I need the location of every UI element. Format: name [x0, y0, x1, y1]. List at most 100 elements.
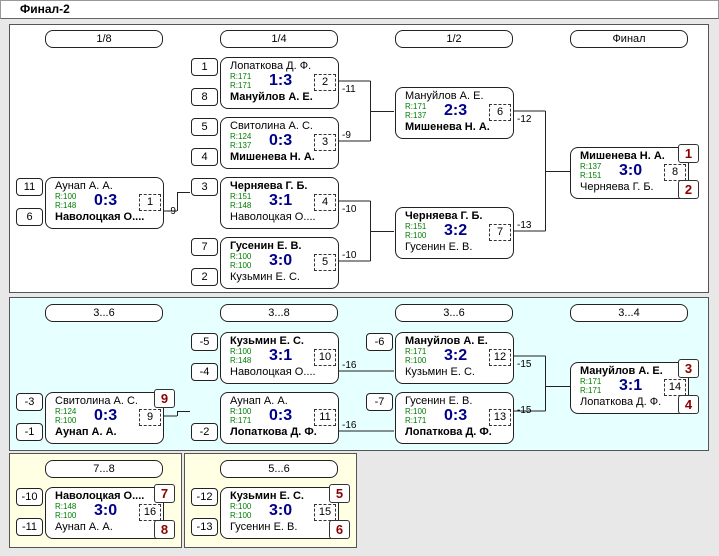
- player-2-name: Лопаткова Д. Ф.: [580, 396, 662, 408]
- player-2-name: Лопаткова Д. Ф.: [230, 426, 317, 438]
- match-card[interactable]: Мануйлов А. Е. R:171 R:171 3:1 14 Лопатк…: [570, 362, 689, 414]
- match-card-final[interactable]: Мишенева Н. А. R:137 R:151 3:0 8 Черняев…: [570, 147, 689, 199]
- line-label: -9: [167, 206, 176, 217]
- match-score: 3:0: [269, 252, 293, 269]
- player-2-rating: R:171: [230, 81, 252, 90]
- seed-box: -4: [191, 363, 218, 381]
- player-2-name: Мануйлов А. Е.: [230, 91, 313, 103]
- match-score: 0:3: [94, 192, 118, 209]
- match-score: 2:3: [444, 102, 468, 119]
- seed-box: -2: [191, 423, 218, 441]
- match-score: 3:0: [94, 502, 118, 519]
- seed-box: -7: [366, 393, 393, 411]
- player-1-name: Лопаткова Д. Ф.: [230, 60, 312, 72]
- line-label: -15: [517, 359, 532, 370]
- player-2-name: Мишенева Н. А.: [230, 151, 315, 163]
- seed-box: 2: [191, 268, 218, 286]
- player-2-rating: R:171: [580, 386, 602, 395]
- round-header: 3...4: [570, 304, 688, 322]
- match-card[interactable]: Кузьмин Е. С. R:100 R:100 3:0 15 Гусенин…: [220, 487, 339, 539]
- line-label: -9: [342, 130, 351, 141]
- player-2-name: Наволоцкая О....: [55, 211, 145, 223]
- player-2-rating: R:148: [230, 201, 252, 210]
- match-card[interactable]: Аунап А. А. R:100 R:171 0:3 11 Лопаткова…: [220, 392, 339, 444]
- match-number: 3: [314, 134, 336, 151]
- match-card[interactable]: Кузьмин Е. С. R:100 R:148 3:1 10 Наволоц…: [220, 332, 339, 384]
- match-score: 0:3: [94, 407, 118, 424]
- player-1-name: Гусенин Е. В.: [405, 395, 473, 407]
- player-1-name: Мануйлов А. Е.: [405, 335, 488, 347]
- match-card[interactable]: Лопаткова Д. Ф. R:171 R:171 1:3 2 Мануйл…: [220, 57, 339, 109]
- player-1-rating: R:151: [405, 222, 427, 231]
- round-header: 3...6: [395, 304, 513, 322]
- match-score: 3:1: [619, 377, 643, 394]
- match-card[interactable]: Гусенин Е. В. R:100 R:100 3:0 5 Кузьмин …: [220, 237, 339, 289]
- player-1-name: Наволоцкая О....: [55, 490, 145, 502]
- match-card[interactable]: Гусенин Е. В. R:100 R:171 0:3 13 Лопатко…: [395, 392, 514, 444]
- place-badge: 5: [329, 484, 350, 503]
- place-badge: 8: [154, 520, 175, 539]
- match-card[interactable]: Свитолина А. С. R:124 R:137 0:3 3 Мишене…: [220, 117, 339, 169]
- line-label: -10: [342, 204, 357, 215]
- player-1-rating: R:100: [230, 407, 252, 416]
- player-2-rating: R:100: [55, 416, 77, 425]
- player-1-name: Кузьмин Е. С.: [230, 335, 304, 347]
- seed-box: 6: [16, 208, 43, 226]
- player-1-rating: R:100: [230, 252, 252, 261]
- player-2-rating: R:137: [405, 111, 427, 120]
- player-1-name: Черняева Г. Б.: [405, 210, 483, 222]
- player-1-name: Аунап А. А.: [230, 395, 288, 407]
- match-number: 7: [489, 224, 511, 241]
- place-badge: 4: [678, 395, 699, 414]
- match-card[interactable]: Мануйлов А. Е. R:171 R:100 3:2 12 Кузьми…: [395, 332, 514, 384]
- player-2-rating: R:100: [230, 511, 252, 520]
- match-number: 10: [314, 349, 336, 366]
- player-2-rating: R:100: [405, 231, 427, 240]
- round-header-1-4: 1/4: [220, 30, 338, 48]
- player-1-rating: R:148: [55, 502, 77, 511]
- place-badge: 7: [154, 484, 175, 503]
- match-number: 6: [489, 104, 511, 121]
- player-1-rating: R:171: [405, 102, 427, 111]
- seed-box: -11: [16, 518, 43, 536]
- seed-box: 7: [191, 238, 218, 256]
- match-card[interactable]: Аунап А. А. R:100 R:148 0:3 1 Наволоцкая…: [45, 177, 164, 229]
- match-number: 16: [139, 504, 161, 521]
- player-1-name: Гусенин Е. В.: [230, 240, 302, 252]
- round-header: 3...6: [45, 304, 163, 322]
- player-1-name: Аунап А. А.: [55, 180, 113, 192]
- player-1-name: Мануйлов А. Е.: [580, 365, 663, 377]
- player-2-rating: R:100: [230, 261, 252, 270]
- seed-box: 5: [191, 118, 218, 136]
- player-2-name: Лопаткова Д. Ф.: [405, 426, 492, 438]
- line-label: -11: [342, 84, 356, 95]
- player-2-name: Наволоцкая О....: [230, 211, 316, 223]
- match-score: 0:3: [444, 407, 468, 424]
- match-card[interactable]: Черняева Г. Б. R:151 R:148 3:1 4 Наволоц…: [220, 177, 339, 229]
- match-card[interactable]: Черняева Г. Б. R:151 R:100 3:2 7 Гусенин…: [395, 207, 514, 259]
- player-2-name: Гусенин Е. В.: [230, 521, 298, 533]
- player-1-rating: R:171: [230, 72, 252, 81]
- seed-box: 4: [191, 148, 218, 166]
- match-score: 0:3: [269, 132, 293, 149]
- player-2-name: Черняева Г. Б.: [580, 181, 654, 193]
- match-number: 2: [314, 74, 336, 91]
- seed-box: -3: [16, 393, 43, 411]
- player-2-name: Наволоцкая О....: [230, 366, 316, 378]
- player-2-rating: R:100: [405, 356, 427, 365]
- seed-box: -13: [191, 518, 218, 536]
- seed-box: -1: [16, 423, 43, 441]
- player-1-rating: R:151: [230, 192, 252, 201]
- match-score: 3:1: [269, 347, 293, 364]
- match-card[interactable]: Свитолина А. С. R:124 R:100 0:3 9 Аунап …: [45, 392, 164, 444]
- match-score: 3:0: [619, 162, 643, 179]
- window-title: Финал-2: [20, 2, 70, 16]
- round-header: 5...6: [220, 460, 338, 478]
- match-number: 1: [139, 194, 161, 211]
- match-number: 15: [314, 504, 336, 521]
- player-1-rating: R:100: [230, 347, 252, 356]
- match-card[interactable]: Наволоцкая О.... R:148 R:100 3:0 16 Ауна…: [45, 487, 164, 539]
- match-card[interactable]: Мануйлов А. Е. R:171 R:137 2:3 6 Мишенев…: [395, 87, 514, 139]
- line-label: -10: [342, 250, 357, 261]
